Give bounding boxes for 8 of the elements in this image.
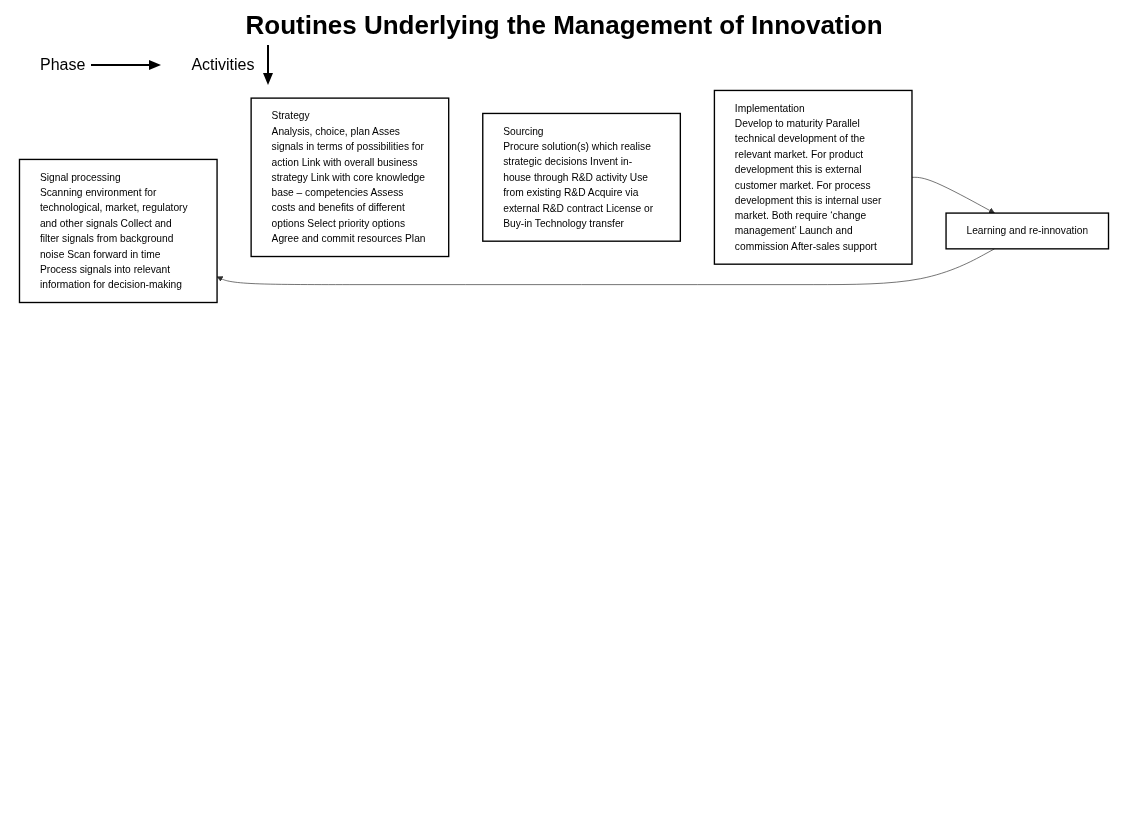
node-box: Implementation Develop to maturity Parallel technical development of the relevant market. For product development this is external customer market. For process development this is internal user market. Both require ‘change management’ Launch and commission After-sales support [713, 89, 913, 265]
node-box: Learning and re-innovation [945, 212, 1110, 250]
axis-label: Activities [191, 56, 255, 74]
node-box: Strategy Analysis, choice, plan Asses signals in terms of possibilities for action Link with overall business strategy Link with core knowledge base – competencies Assess costs and benefits of different options Select priority options Agree and commit resources Plan [250, 97, 450, 258]
node-box: Signal processing Scanning environment for technological, market, regulatory and other signals Collect and filter signals from background noise Scan forward in time Process signals into relevant information for decision-making [18, 158, 218, 304]
node-box: Sourcing Procure solution(s) which realise strategic decisions Invent in-house through R&D activity Use from existing R&D Acquire via external R&D contract License or Buy-in Technology transfer [482, 112, 681, 242]
diagram-title: Routines Underlying the Management of Innovation [244, 10, 884, 41]
axis-label: Phase [40, 56, 86, 74]
